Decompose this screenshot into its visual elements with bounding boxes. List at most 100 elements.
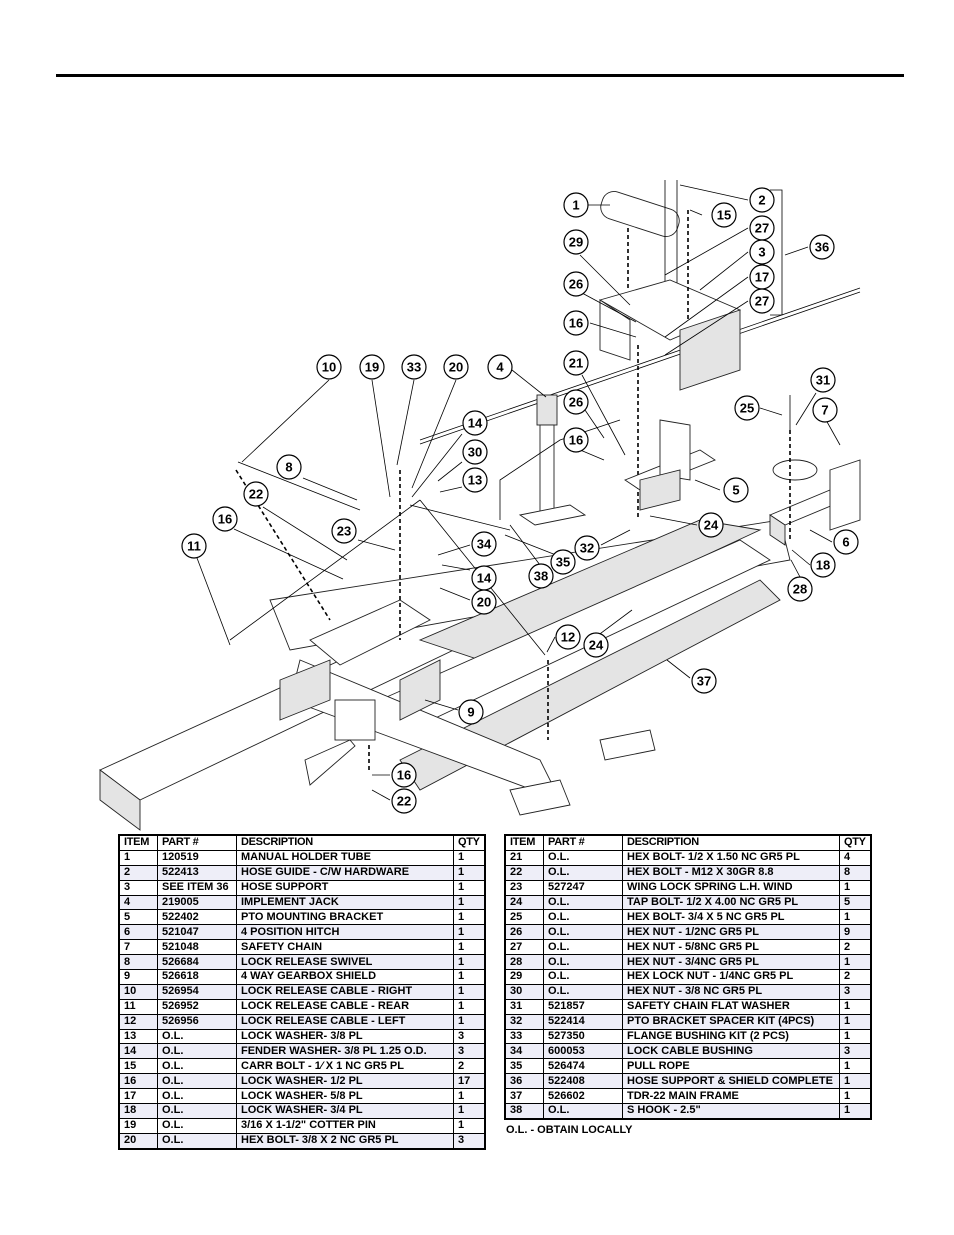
cell-item: 19 [118,1117,158,1134]
cell-qty: 1 [839,879,872,896]
cell-part-number: 526618 [157,969,237,985]
cell-qty: 4 [839,849,872,866]
header-part-number: PART # [543,834,623,851]
callout-label: 32 [580,541,594,556]
cell-item: 15 [118,1058,158,1075]
cell-item: 38 [504,1103,544,1120]
cell-description: TDR-22 MAIN FRAME [622,1088,840,1105]
cell-description: LOCK RELEASE CABLE - LEFT [236,1013,454,1030]
cell-description: 4 POSITION HITCH [236,924,454,941]
cell-description: CARR BOLT - 1⁄ X 1 NC GR5 PL [236,1058,454,1075]
cell-qty: 1 [453,954,486,971]
callout-circle [563,427,589,453]
header-qty: QTY [839,834,872,851]
cell-part-number: O.L. [543,954,623,971]
callout-circle [391,762,417,788]
cell-qty: 1 [453,849,486,866]
callout-circle [212,506,238,532]
callout-label: 34 [477,537,492,552]
cell-description: WING LOCK SPRING L.H. WIND [622,879,840,896]
callout-item-29: 29 [563,229,589,255]
callout-circle [749,288,775,314]
callout-label: 27 [755,294,769,309]
cell-qty: 1 [839,1073,872,1090]
cell-qty: 1 [839,1088,872,1105]
callout-item-7: 7 [812,397,838,423]
cell-description: LOCK WASHER- 3/8 PL [236,1028,454,1045]
header-item: ITEM [504,834,544,851]
cell-description: LOCK WASHER- 1/2 PL [236,1073,454,1090]
callout-circle [471,589,497,615]
cell-qty: 1 [839,1058,872,1075]
callout-circle [462,467,488,493]
cell-qty: 1 [839,1013,872,1030]
cell-item: 20 [118,1132,158,1150]
cell-item: 36 [504,1073,544,1090]
callout-item-32: 32 [574,535,600,561]
cell-description: 4 WAY GEARBOX SHIELD [236,969,454,985]
cell-qty: 3 [453,1043,486,1060]
callout-label: 14 [468,416,483,431]
cell-part-number: O.L. [157,1043,237,1060]
callout-item-36: 36 [809,234,835,260]
cell-item: 34 [504,1043,544,1060]
cell-item: 35 [504,1058,544,1075]
callout-item-11: 11 [181,533,207,559]
cell-item: 18 [118,1103,158,1119]
cell-qty: 1 [839,1028,872,1045]
cell-description: HEX NUT - 3/4NC GR5 PL [622,954,840,971]
header-qty: QTY [453,834,486,851]
callout-label: 10 [322,360,336,375]
callout-item-38: 38 [528,563,554,589]
callout-label: 16 [218,512,232,527]
callout-item-37: 37 [691,668,717,694]
callout-label: 12 [561,630,575,645]
callout-circle [723,477,749,503]
cell-description: 3/16 X 1-1/2" COTTER PIN [236,1117,454,1134]
callout-label: 2 [758,193,765,208]
pto-mounting-bracket [624,419,716,511]
callout-circle [555,624,581,650]
cell-item: 9 [118,969,158,985]
gearbox-shield [279,599,441,786]
cell-description: HOSE SUPPORT & SHIELD COMPLETE [622,1073,840,1090]
cell-part-number: 522408 [543,1073,623,1090]
cell-part-number: O.L. [543,894,623,911]
cell-item: 3 [118,879,158,896]
cell-description: FENDER WASHER- 3/8 PL 1.25 O.D. [236,1043,454,1060]
cell-description: SAFETY CHAIN FLAT WASHER [622,998,840,1015]
cell-description: HEX BOLT - M12 X 30GR 8.8 [622,864,840,881]
cell-qty: 1 [453,909,486,926]
cell-qty: 8 [839,864,872,881]
main-frame [99,287,861,831]
cell-part-number: 522413 [157,864,237,881]
cell-part-number: O.L. [543,909,623,926]
callout-label: 9 [467,705,474,720]
cell-item: 10 [118,983,158,1000]
cell-qty: 2 [839,969,872,985]
callout-label: 29 [569,235,583,250]
cell-qty: 1 [453,1088,486,1105]
callout-circle [749,187,775,213]
cell-part-number: 526952 [157,998,237,1015]
cell-description: LOCK CABLE BUSHING [622,1043,840,1060]
cell-item: 24 [504,894,544,911]
cell-item: 29 [504,969,544,985]
cell-description: HOSE GUIDE - C/W HARDWARE [236,864,454,881]
callout-label: 16 [397,768,411,783]
cell-qty: 1 [453,1103,486,1119]
cell-part-number: 522402 [157,909,237,926]
